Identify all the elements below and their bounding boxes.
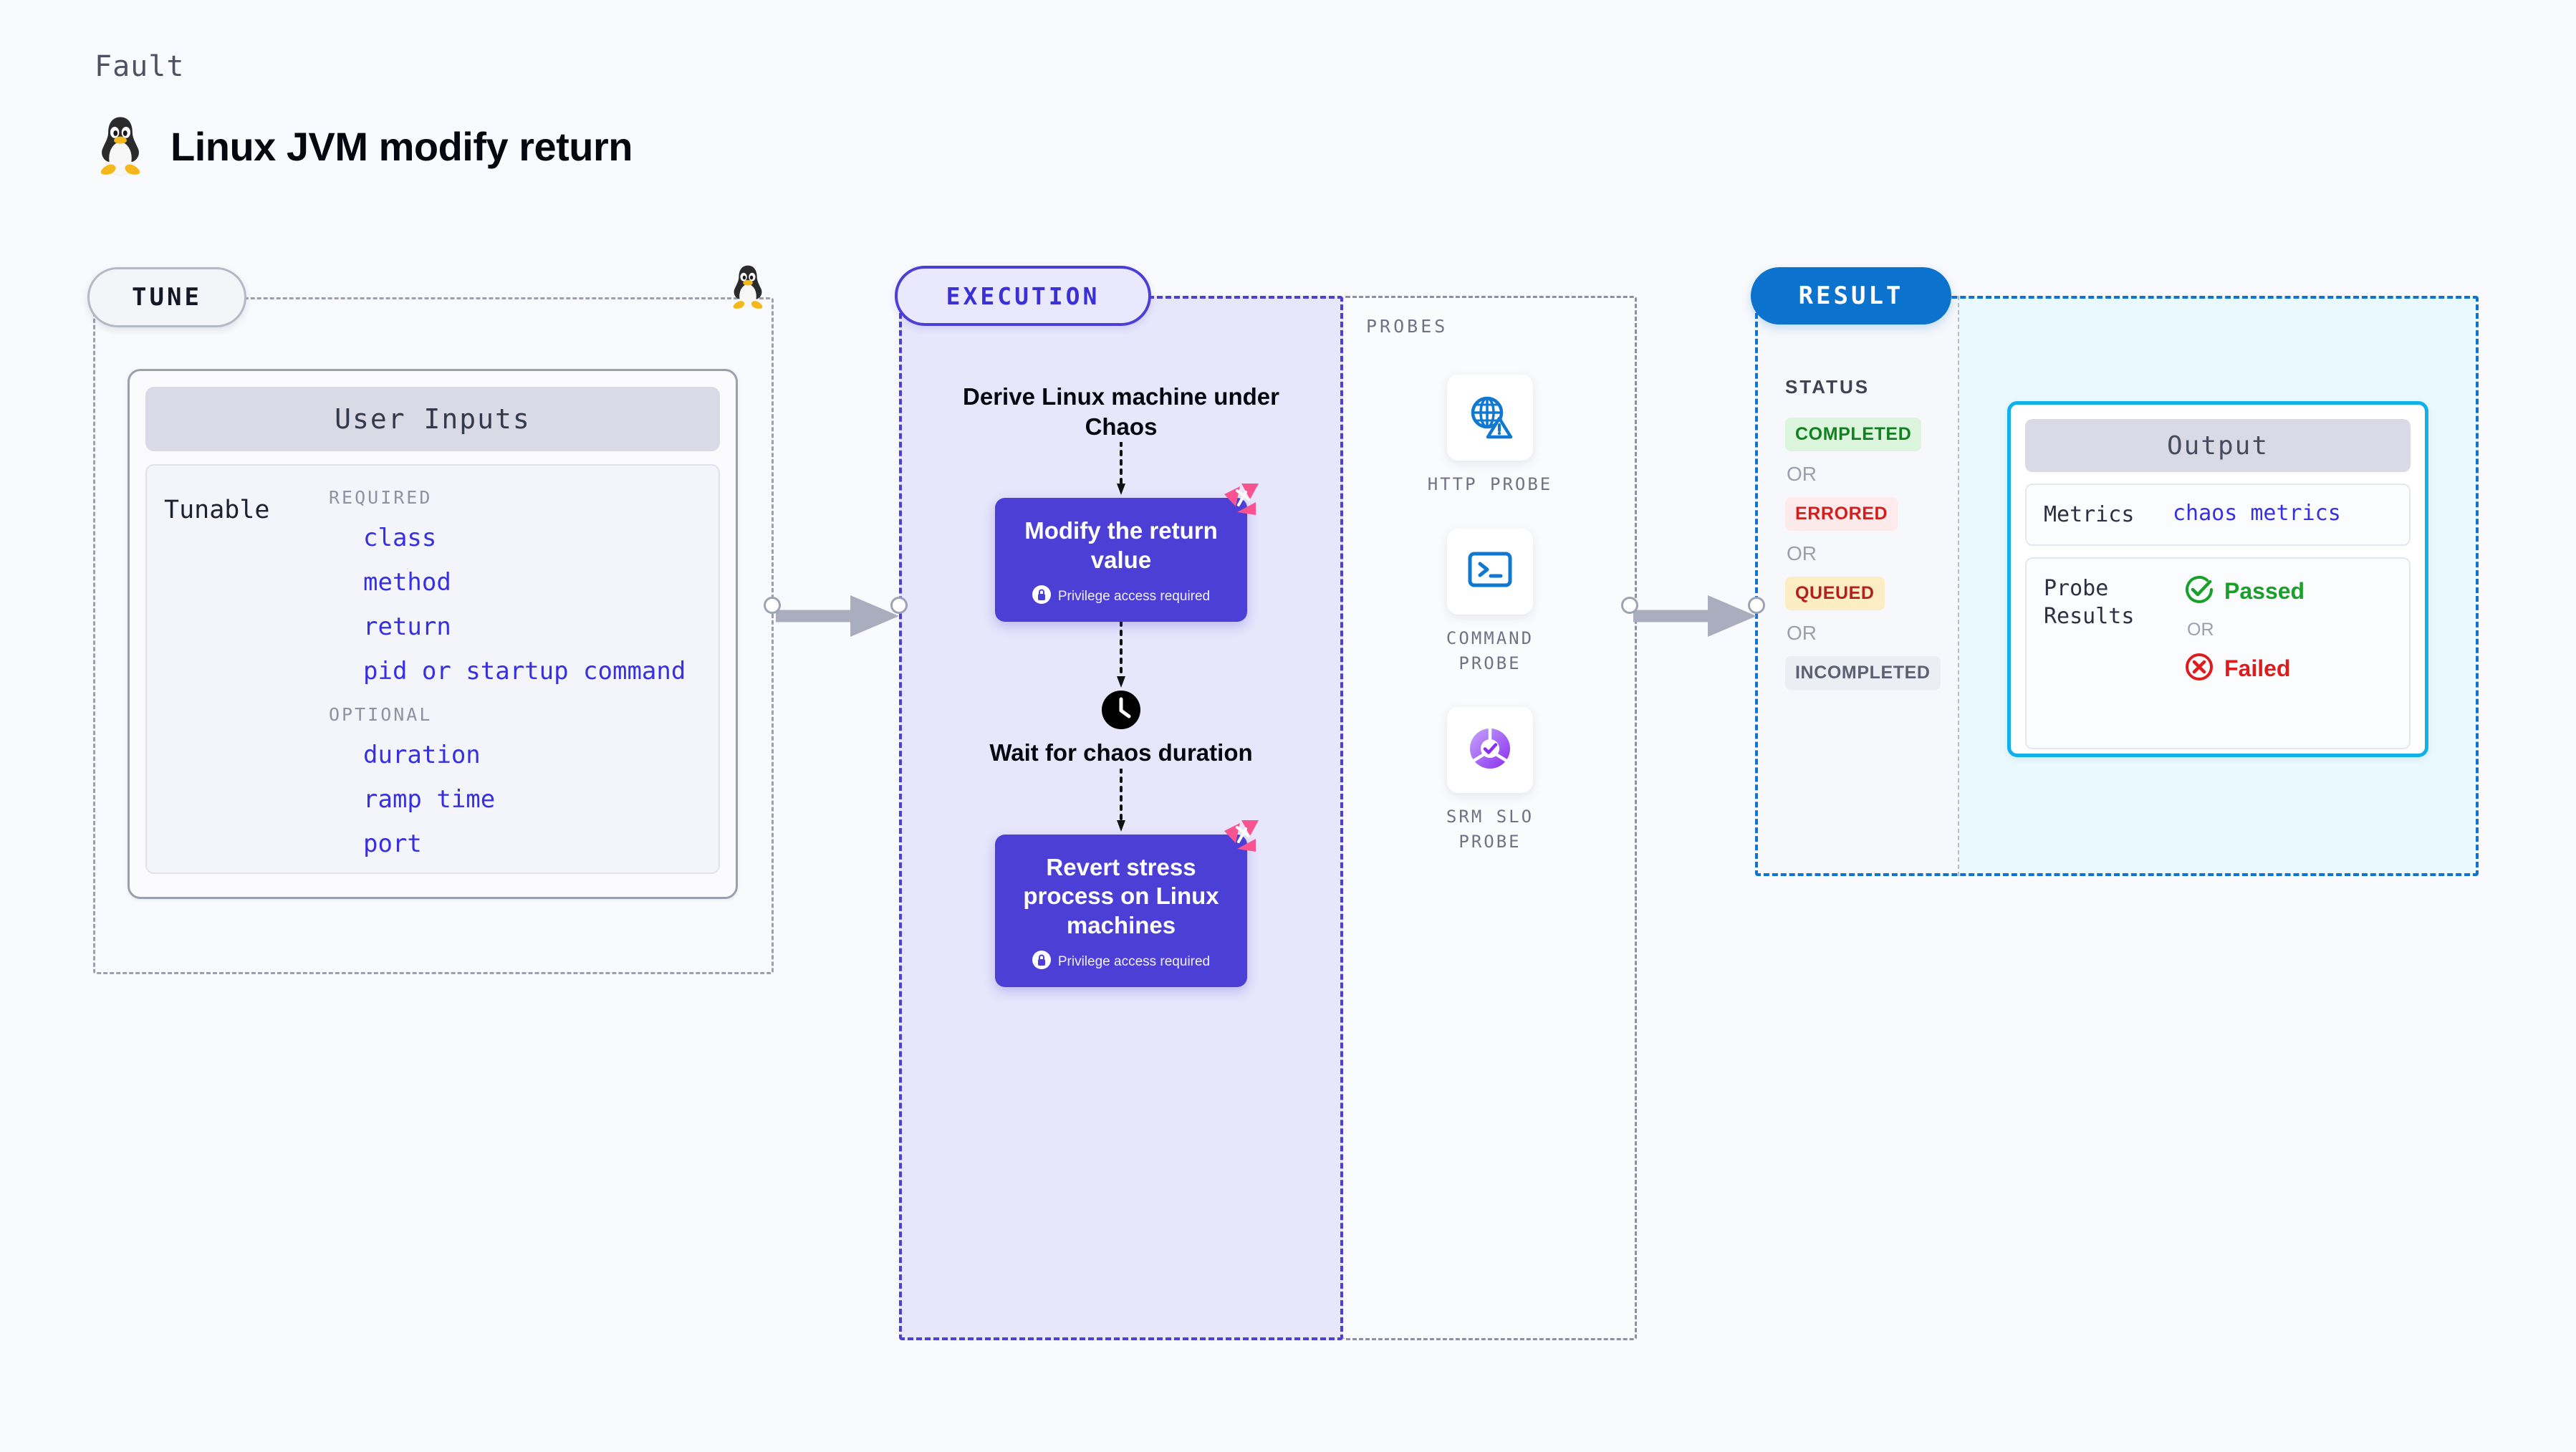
result-stage: RESULT STATUS COMPLETED OR ERRORED OR QU… (1751, 267, 2479, 876)
page-title: Linux JVM modify return (170, 123, 633, 169)
linux-penguin-icon (95, 115, 146, 178)
probes-stage-body (1343, 296, 1637, 1340)
status-or-label: OR (1787, 542, 1817, 564)
status-badge-errored: ERRORED (1785, 497, 1898, 531)
probe-item-srm-slo[interactable]: SRM SLO PROBE (1422, 707, 1558, 855)
tunable-item[interactable]: class (363, 524, 437, 552)
probe-tile (1447, 707, 1533, 794)
probe-tile (1447, 528, 1533, 615)
probe-item-http[interactable]: HTTP PROBE (1428, 375, 1553, 497)
tunable-item[interactable]: port (363, 830, 422, 858)
litmus-chaos-badge-icon (1224, 484, 1259, 516)
user-inputs-header: User Inputs (145, 387, 720, 451)
privilege-note: Privilege access required (1057, 588, 1211, 604)
connector-node (764, 597, 781, 614)
execution-pill[interactable]: EXECUTION (895, 266, 1151, 326)
connector-execution-to-result (1633, 595, 1756, 637)
output-metrics-row: Metrics chaos metrics (2025, 484, 2411, 546)
metrics-key: Metrics (2044, 502, 2135, 527)
fault-kicker: Fault (95, 50, 185, 83)
tunable-item[interactable]: ramp time (363, 785, 496, 814)
step-modify-label: Modify the return value (1024, 517, 1218, 574)
flow-arrow-icon (1116, 442, 1126, 498)
flow-arrow-icon (1116, 768, 1126, 835)
privilege-note: Privilege access required (1057, 953, 1211, 969)
probe-label: HTTP PROBE (1427, 474, 1553, 494)
tune-stage-body (93, 297, 774, 974)
connector-node (1621, 597, 1638, 614)
step-wait-label: Wait for chaos duration (989, 739, 1253, 766)
flow-arrow-icon (1116, 622, 1126, 691)
metrics-value[interactable]: chaos metrics (2173, 501, 2341, 526)
tune-pill[interactable]: TUNE (87, 267, 246, 327)
step-revert-box[interactable]: Revert stress process on Linux machines … (995, 819, 1259, 988)
status-title: STATUS (1785, 376, 1870, 398)
check-circle-icon (2184, 574, 2214, 608)
execution-stage: EXECUTION Derive Linux machine under Cha… (895, 266, 1343, 1340)
required-group-label: REQUIRED (329, 487, 433, 508)
litmus-chaos-badge-icon (1224, 819, 1259, 852)
failed-label: Failed (2224, 655, 2291, 681)
status-badge-incompleted: INCOMPLETED (1785, 656, 1941, 690)
execution-flow: Derive Linux machine under Chaos Modi (899, 382, 1343, 988)
user-inputs-body: Tunable REQUIRED class method return pid… (145, 464, 720, 874)
user-inputs-card: User Inputs Tunable REQUIRED class metho… (128, 369, 738, 899)
optional-group-label: OPTIONAL (329, 704, 433, 725)
probe-label: SRM SLO PROBE (1446, 807, 1534, 852)
fault-title-row: Linux JVM modify return (95, 115, 633, 178)
probe-label: COMMAND PROBE (1446, 628, 1534, 673)
probe-or-label: OR (2187, 620, 2214, 640)
clock-icon (1102, 691, 1140, 730)
status-badge-completed: COMPLETED (1785, 418, 1922, 451)
probes-title: PROBES (1366, 316, 1448, 337)
probe-result-failed: Failed (2184, 652, 2305, 686)
tunable-item[interactable]: pid or startup command (363, 657, 686, 686)
privilege-row: Privilege access required (1008, 585, 1234, 607)
tunable-item[interactable]: duration (363, 741, 481, 769)
tune-stage: TUNE User Inputs Tunable REQUIRED class … (87, 267, 774, 974)
lock-icon (1032, 585, 1051, 607)
globe-warning-icon (1466, 393, 1514, 443)
tunable-list: REQUIRED class method return pid or star… (329, 487, 701, 858)
passed-label: Passed (2224, 578, 2305, 604)
probe-results-stack: Passed OR Failed (2173, 574, 2305, 686)
tunable-item[interactable]: return (363, 612, 451, 641)
step-derive-label: Derive Linux machine under Chaos (963, 383, 1279, 441)
probe-result-passed: Passed (2184, 574, 2305, 608)
x-circle-icon (2184, 652, 2214, 686)
step-modify-box[interactable]: Modify the return value Privilege access… (995, 484, 1259, 622)
probes-stage: PROBES (1343, 296, 1637, 1340)
linux-penguin-marker-icon (729, 264, 767, 311)
tunable-label: Tunable (164, 496, 270, 524)
result-pill[interactable]: RESULT (1751, 267, 1951, 324)
probe-tile (1447, 375, 1533, 461)
lock-icon (1032, 951, 1051, 973)
probe-list: HTTP PROBE COMMAND PROBE (1343, 375, 1637, 855)
probe-item-command[interactable]: COMMAND PROBE (1422, 528, 1558, 676)
tunable-item[interactable]: method (363, 568, 451, 597)
connector-node (890, 597, 908, 614)
output-probe-results-row: Probe Results Passed OR (2025, 557, 2411, 749)
status-or-label: OR (1787, 463, 1817, 485)
connector-tune-to-execution (776, 595, 899, 637)
output-card: Output Metrics chaos metrics Probe Resul… (2007, 401, 2428, 757)
status-badge-queued: QUEUED (1785, 577, 1885, 610)
probe-results-key: Probe Results (2044, 576, 2135, 629)
status-stack: COMPLETED OR ERRORED OR QUEUED OR INCOMP… (1785, 418, 1941, 690)
wait-clock-wrap (899, 691, 1343, 730)
slo-donut-check-icon (1465, 723, 1515, 777)
output-header: Output (2025, 419, 2411, 472)
result-stage-body (1755, 296, 2479, 876)
step-revert-label: Revert stress process on Linux machines (1023, 853, 1219, 939)
privilege-row: Privilege access required (1008, 951, 1234, 973)
connector-node (1748, 597, 1765, 614)
terminal-prompt-icon (1466, 548, 1514, 595)
status-or-label: OR (1787, 622, 1817, 644)
